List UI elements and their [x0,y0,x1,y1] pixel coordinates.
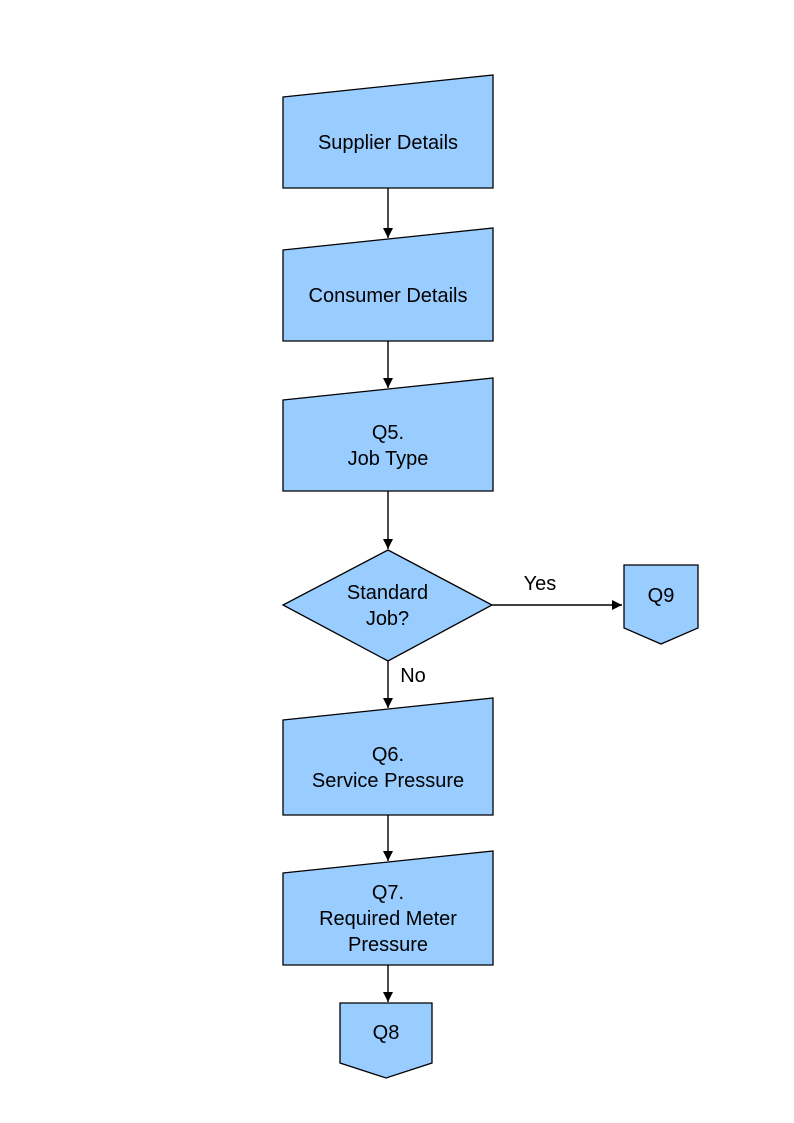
q9-offpage-connector-node [623,564,699,645]
standard-job-decision-node [281,549,494,662]
q8-offpage-connector-node [339,1002,433,1079]
q5-job-type-node [282,377,494,492]
supplier-details-node [282,74,494,189]
q7-required-meter-pressure-node [282,850,494,966]
consumer-details-node [282,227,494,342]
q6-service-pressure-node [282,697,494,816]
